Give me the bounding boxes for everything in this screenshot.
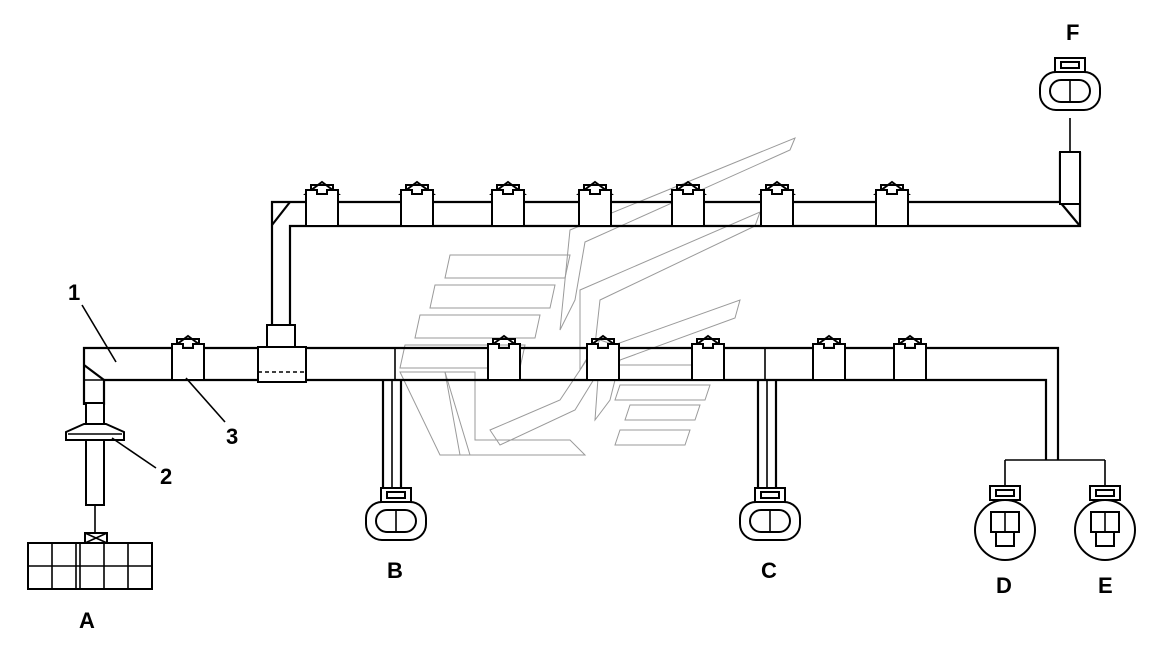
upper-injector-2	[400, 181, 434, 227]
upper-injector-5	[671, 181, 705, 227]
lower-injector-5	[812, 335, 846, 381]
label-b: B	[387, 558, 403, 583]
upper-harness-branch	[270, 152, 1082, 325]
junction-sleeve	[257, 324, 307, 383]
lower-injector-4	[691, 335, 725, 381]
callout-3: 3	[226, 424, 238, 449]
branch-sleeve-f	[1059, 151, 1081, 205]
connector-e	[1074, 485, 1136, 561]
label-a: A	[79, 608, 95, 633]
callout-1: 1	[68, 280, 80, 305]
label-e: E	[1098, 573, 1113, 598]
label-d: D	[996, 573, 1012, 598]
lower-injector-3	[586, 335, 620, 381]
lower-injector-6	[893, 335, 927, 381]
leader-line-3	[185, 377, 226, 423]
lower-injector-1	[171, 335, 205, 381]
branch-c-wire	[756, 380, 778, 492]
label-f: F	[1066, 20, 1079, 45]
connector-f	[1039, 57, 1101, 111]
main-harness-trunk	[82, 346, 1060, 460]
leader-line-2	[111, 437, 157, 469]
label-c: C	[761, 558, 777, 583]
connector-a	[27, 542, 153, 590]
lower-injector-2	[487, 335, 521, 381]
connector-a-lead	[65, 402, 125, 544]
upper-injector-4	[578, 181, 612, 227]
upper-injector-1	[305, 181, 339, 227]
upper-injector-7	[875, 181, 909, 227]
connector-d	[974, 485, 1036, 561]
upper-injector-3	[491, 181, 525, 227]
callout-2: 2	[160, 464, 172, 489]
upper-injector-6	[760, 181, 794, 227]
branch-de-split	[1004, 459, 1106, 486]
leader-line-1	[81, 304, 117, 363]
branch-b-wire	[381, 380, 403, 492]
connector-c	[739, 487, 801, 541]
connector-b	[365, 487, 427, 541]
